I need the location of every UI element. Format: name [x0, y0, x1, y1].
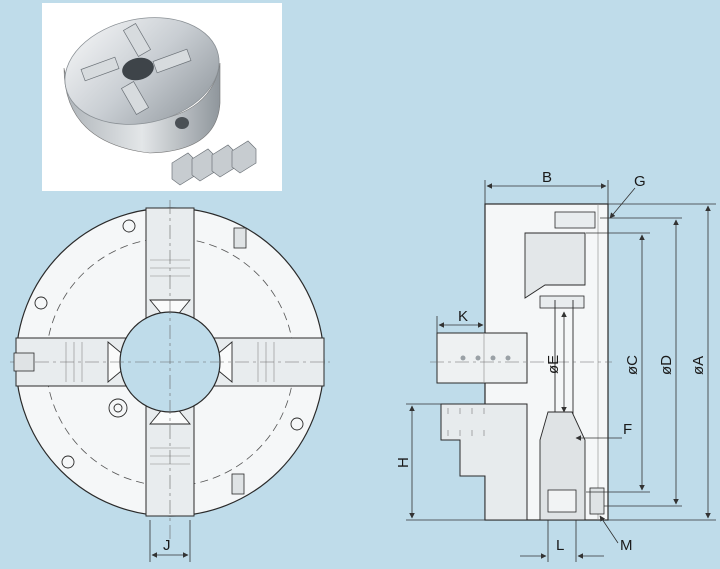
- product-photo: [42, 3, 282, 191]
- dim-label-b: B: [542, 169, 552, 186]
- dim-label-k: K: [458, 308, 468, 325]
- dim-label-m: M: [620, 537, 633, 554]
- dim-label-c: øC: [624, 355, 641, 375]
- dim-label-j: J: [163, 537, 171, 554]
- chuck-photo-illustration: [63, 17, 257, 186]
- dim-label-g: G: [634, 173, 646, 190]
- dim-label-e: øE: [545, 355, 562, 374]
- front-view: J: [10, 200, 330, 562]
- dim-label-f: F: [623, 421, 632, 438]
- dim-label-l: L: [556, 537, 564, 554]
- dim-label-h: H: [395, 457, 412, 468]
- dim-label-d: øD: [658, 355, 675, 375]
- dim-label-a: øA: [690, 356, 707, 375]
- side-view: B G K H øE F L: [395, 169, 716, 562]
